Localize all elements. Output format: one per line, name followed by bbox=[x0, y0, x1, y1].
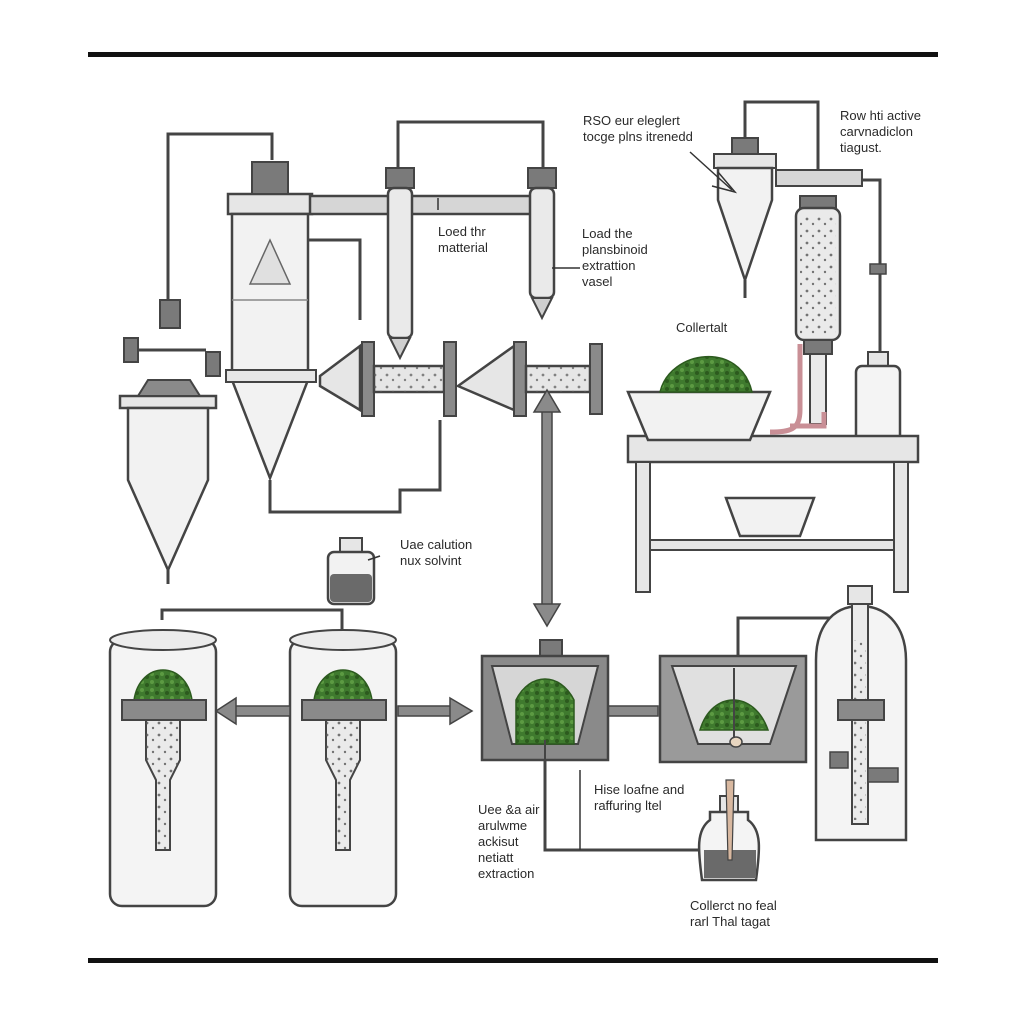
label-use-cal-line-2: nux solvint bbox=[400, 553, 472, 569]
label-use-cal: Uae calution nux solvint bbox=[400, 537, 472, 569]
label-load-vessel-line-1: Load the bbox=[582, 226, 648, 242]
tank-middle bbox=[290, 630, 396, 906]
label-load-material-line-1: Loed thr bbox=[438, 224, 488, 240]
label-row-line-3: tiagust. bbox=[840, 140, 921, 156]
label-collect-bottom: Collerct no feal rarl Thal tagat bbox=[690, 898, 777, 930]
tank-left bbox=[110, 630, 216, 906]
label-row: Row hti active carvnadiclon tiagust. bbox=[840, 108, 921, 156]
label-use-air-line-1: Uee &a air bbox=[478, 802, 539, 818]
pipe-mid-loop bbox=[398, 122, 543, 170]
center-processing-box bbox=[482, 640, 608, 800]
left-collector-vessel bbox=[120, 300, 220, 584]
label-row-line-1: Row hti active bbox=[840, 108, 921, 124]
label-row-line-2: carvnadiclon bbox=[840, 124, 921, 140]
column-a bbox=[386, 168, 414, 358]
label-hise-line-1: Hise loafne and bbox=[594, 782, 684, 798]
label-load-material-line-2: matterial bbox=[438, 240, 488, 256]
vertical-double-arrow bbox=[534, 390, 560, 626]
label-use-air-line-5: extraction bbox=[478, 866, 539, 882]
label-rso: RSO eur eleglert tocge plns itrenedd bbox=[583, 113, 693, 145]
label-use-cal-line-1: Uae calution bbox=[400, 537, 472, 553]
label-hise: Hise loafne and raffuring ltel bbox=[594, 782, 684, 814]
label-load-vessel-line-4: vasel bbox=[582, 274, 648, 290]
main-extraction-column bbox=[226, 162, 316, 478]
solvent-bottle bbox=[328, 538, 374, 604]
label-load-vessel: Load the plansbinoid extrattion vasel bbox=[582, 226, 648, 290]
column-b bbox=[528, 168, 556, 318]
label-load-vessel-line-3: extrattion bbox=[582, 258, 648, 274]
right-separation-column bbox=[770, 196, 840, 432]
label-collect-bottom-line-1: Collerct no feal bbox=[690, 898, 777, 914]
horizontal-extraction-line bbox=[320, 342, 602, 416]
collection-bottle bbox=[699, 780, 759, 880]
bottom-right-jar bbox=[816, 586, 906, 840]
label-rso-line-2: tocge plns itrenedd bbox=[583, 129, 693, 145]
label-use-air-line-3: ackisut bbox=[478, 834, 539, 850]
top-manifold bbox=[310, 196, 550, 214]
pipe-bottom-return bbox=[270, 420, 440, 512]
label-collect-top: Collertalt bbox=[676, 320, 727, 336]
label-use-air-line-4: netiatt bbox=[478, 850, 539, 866]
label-use-air-line-2: arulwme bbox=[478, 818, 539, 834]
label-load-vessel-line-2: plansbinoid bbox=[582, 242, 648, 258]
right-bottle bbox=[856, 264, 900, 442]
label-collect-bottom-line-2: rarl Thal tagat bbox=[690, 914, 777, 930]
label-use-air: Uee &a air arulwme ackisut netiatt extra… bbox=[478, 802, 539, 882]
label-collect-top-line-1: Collertalt bbox=[676, 320, 727, 336]
label-hise-line-2: raffuring ltel bbox=[594, 798, 684, 814]
label-load-material: Loed thr matterial bbox=[438, 224, 488, 256]
label-rso-line-1: RSO eur eleglert bbox=[583, 113, 693, 129]
right-processing-box bbox=[660, 656, 806, 762]
